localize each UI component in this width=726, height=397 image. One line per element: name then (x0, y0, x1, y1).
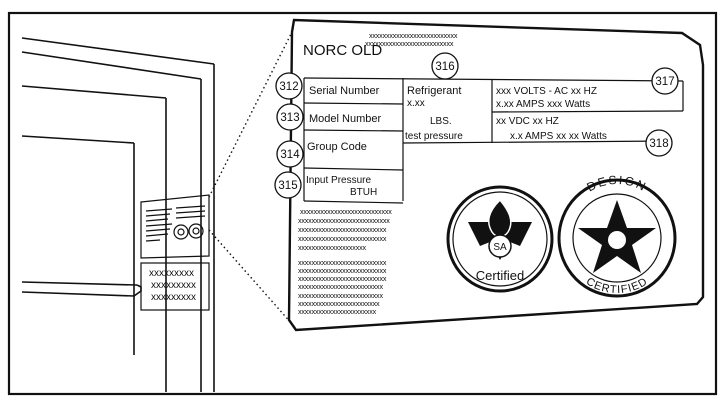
callout-318 (645, 129, 673, 157)
figure-frame (7, 11, 718, 396)
plate-table-grid (303, 77, 684, 204)
certified-text: Certified (476, 268, 524, 283)
text-block-1-line-2: xxxxxxxxxxxxxxxxxxxxxxxxxxx (298, 216, 390, 225)
volts-ac-line: xxx VOLTS - AC xx HZ (496, 86, 597, 97)
callout-314-text: 314 (280, 149, 300, 161)
test-pressure-label: test pressure (405, 131, 463, 142)
callout-316-text: 316 (435, 61, 454, 73)
text-block-2-line-2: xxxxxxxxxxxxxxxxxxxxxxxxxx (298, 266, 387, 275)
small-label-line-1: xxxxxxxxx (149, 268, 194, 279)
callout-317 (651, 67, 679, 95)
amps-watts-dc-line: x.x AMPS xx xx Watts (510, 131, 607, 142)
text-block-2-line-4: xxxxxxxxxxxxxxxxxxxxxxxxx (298, 282, 383, 291)
text-block-2-line-6: xxxxxxxxxxxxxxxxxxxxxxxx (298, 299, 380, 308)
small-rating-plate (140, 194, 210, 259)
design-arc-text-wrap: DESIGN (584, 173, 649, 195)
appliance-drawing (21, 37, 215, 392)
text-block-2-line-1: xxxxxxxxxxxxxxxxxxxxxxxxxx (298, 258, 387, 267)
callout-315-text: 315 (278, 180, 297, 192)
btuh-label: BTUH (350, 187, 377, 198)
vdc-line: xx VDC xx HZ (496, 116, 559, 127)
model-number-label: Model Number (309, 113, 381, 125)
group-code-label: Group Code (307, 141, 367, 153)
callout-317-text: 317 (655, 76, 674, 88)
csa-text: SA (493, 242, 507, 253)
text-block-1-line-5: xxxxxxxxxxxxxxxxxxxx (298, 243, 366, 252)
amps-watts-line: x.xx AMPS xxx Watts (496, 99, 590, 110)
leader-line-top (208, 31, 293, 198)
input-pressure-label: Input Pressure (306, 175, 371, 186)
brand-code-line-2: xxxxxxxxxxxxxxxxxxxxxxxxxx (365, 39, 454, 48)
serial-number-label: Serial Number (309, 85, 380, 97)
csa-certified-emblem: SA Certified (446, 185, 554, 293)
callout-312-text: 312 (279, 81, 298, 93)
lbs-label: LBS. (430, 116, 452, 127)
callout-313 (276, 103, 304, 131)
callout-316 (431, 52, 459, 80)
small-label-line-2: xxxxxxxxx (151, 280, 196, 291)
design-certified-emblem: DESIGN CERTIFIED (557, 173, 677, 298)
brand-code-line-1: xxxxxxxxxxxxxxxxxxxxxxxxxx (369, 31, 458, 40)
small-label-line-3: xxxxxxxxx (151, 292, 196, 303)
callout-312 (275, 72, 303, 100)
leader-line-bottom (208, 229, 293, 325)
callout-315 (274, 171, 302, 199)
text-block-1-line-4: xxxxxxxxxxxxxxxxxxxxxxxxxx (298, 234, 387, 243)
text-block-2-line-3: xxxxxxxxxxxxxxxxxxxxxxxxxx (298, 274, 387, 283)
text-block-1-line-1: xxxxxxxxxxxxxxxxxxxxxxxxxxx (300, 207, 392, 216)
brand-name: NORC OLD (303, 42, 382, 59)
small-label (140, 262, 210, 311)
callout-313-text: 313 (280, 112, 299, 124)
callout-314 (276, 140, 304, 168)
text-block-2-line-5: xxxxxxxxxxxxxxxxxxxxxxxxx (298, 291, 383, 300)
text-block-1-line-3: xxxxxxxxxxxxxxxxxxxxxxxxxx (298, 225, 387, 234)
text-block-2-line-7: xxxxxxxxxxxxxxxxxxxxxxx (298, 307, 377, 316)
callout-318-text: 318 (649, 138, 668, 150)
design-arc-text: DESIGN (584, 173, 647, 195)
refrigerant-label: Refrigerant (407, 85, 461, 97)
refrigerant-value: x.xx (407, 98, 425, 109)
